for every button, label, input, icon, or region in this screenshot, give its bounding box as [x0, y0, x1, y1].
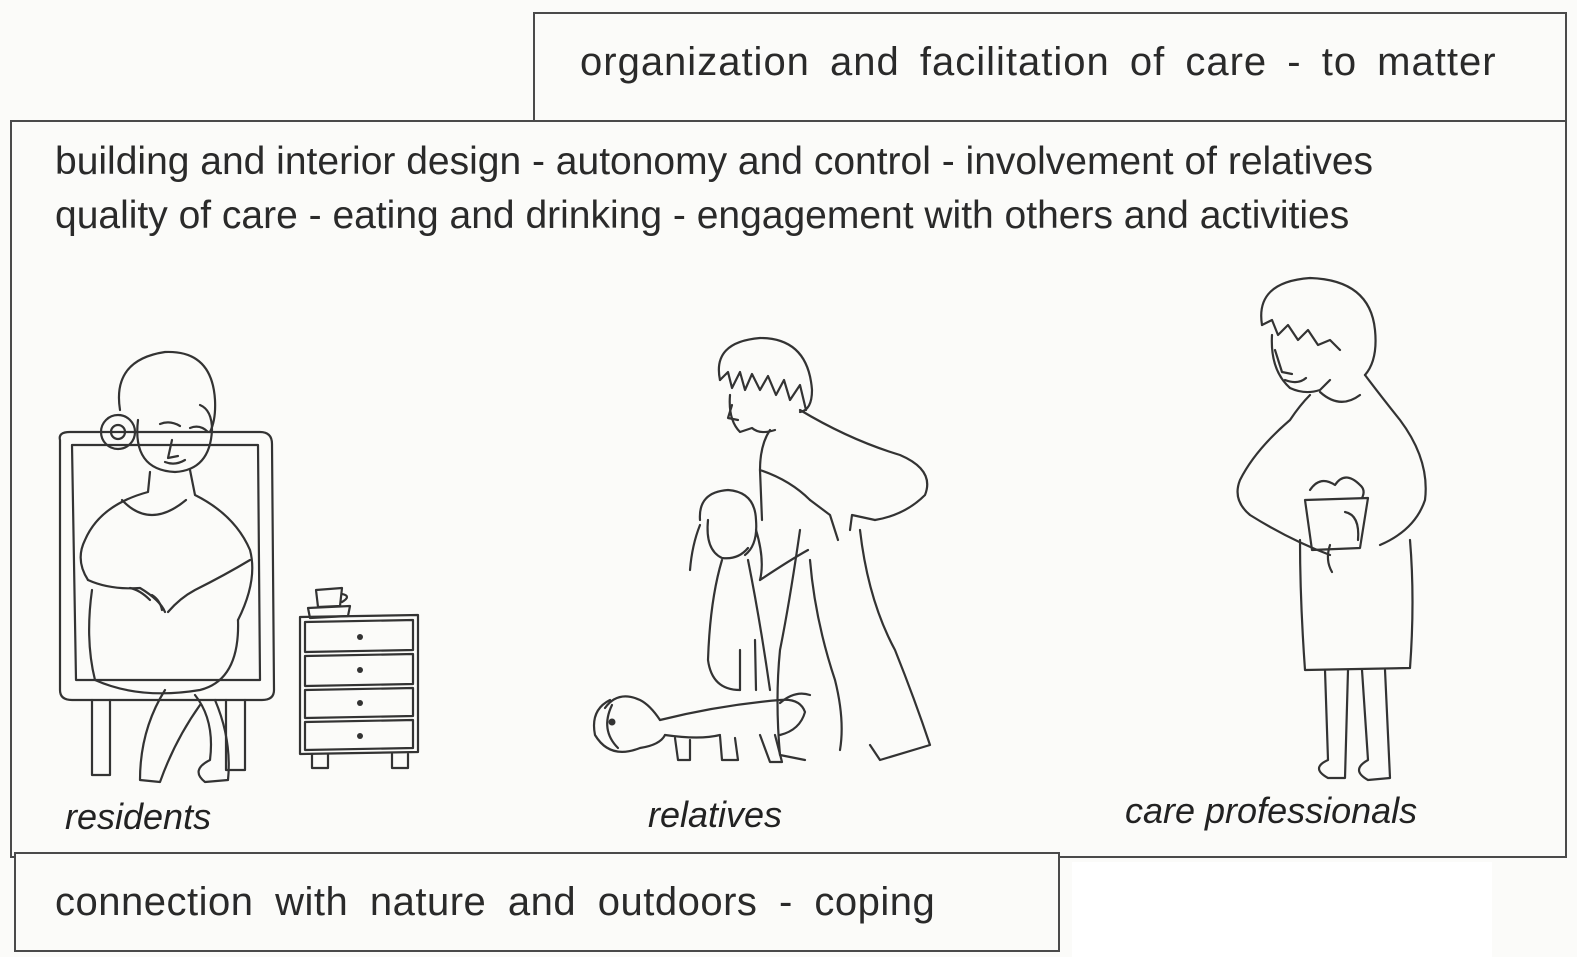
top-theme-box — [533, 12, 1567, 124]
bottom-theme-box — [14, 852, 1060, 952]
main-theme-line-1: building and interior design - autonomy … — [55, 140, 1374, 183]
bottom-theme-text: connection with nature and outdoors - co… — [55, 880, 936, 924]
caption-care-professionals: care professionals — [1125, 790, 1418, 831]
caption-relatives: relatives — [648, 794, 783, 835]
caption-residents: residents — [65, 796, 212, 837]
top-theme-text: organization and facilitation of care - … — [580, 40, 1497, 84]
main-theme-line-2: quality of care - eating and drinking - … — [55, 194, 1350, 237]
blank-area — [1072, 862, 1492, 957]
